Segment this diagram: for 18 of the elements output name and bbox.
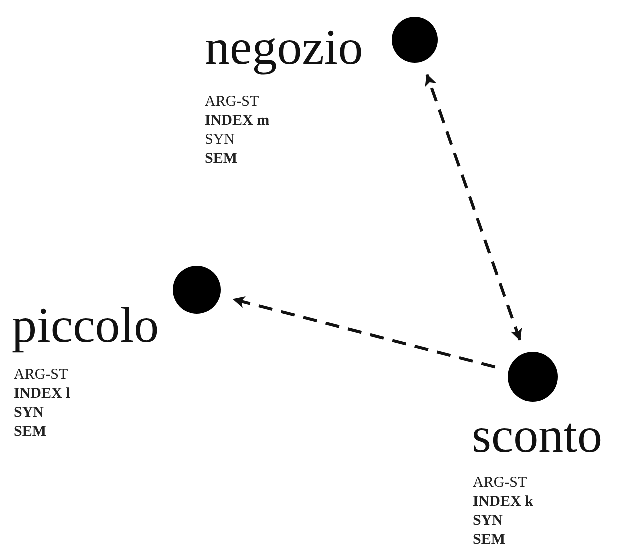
- node-dot: [508, 352, 558, 402]
- feature-label: ARG-ST: [205, 93, 260, 112]
- feature-label: SYN: [473, 512, 504, 531]
- dashed-arrow: [425, 74, 522, 342]
- node-dot: [392, 17, 438, 63]
- dashed-arrow: [232, 296, 496, 369]
- feature-label: ARG-ST: [473, 474, 528, 493]
- feature-label: INDEX k: [473, 493, 534, 512]
- lexeme-word: sconto: [472, 410, 603, 460]
- feature-label: SYN: [14, 404, 44, 423]
- feature-label: INDEX m: [205, 112, 270, 131]
- feature-label: SEM: [14, 423, 47, 442]
- feature-label: SEM: [473, 531, 506, 550]
- feature-label: SEM: [205, 150, 238, 169]
- feature-label: SYN: [205, 131, 236, 150]
- node-dot: [173, 266, 221, 314]
- feature-label: ARG-ST: [14, 366, 68, 385]
- feature-label: INDEX l: [14, 385, 70, 404]
